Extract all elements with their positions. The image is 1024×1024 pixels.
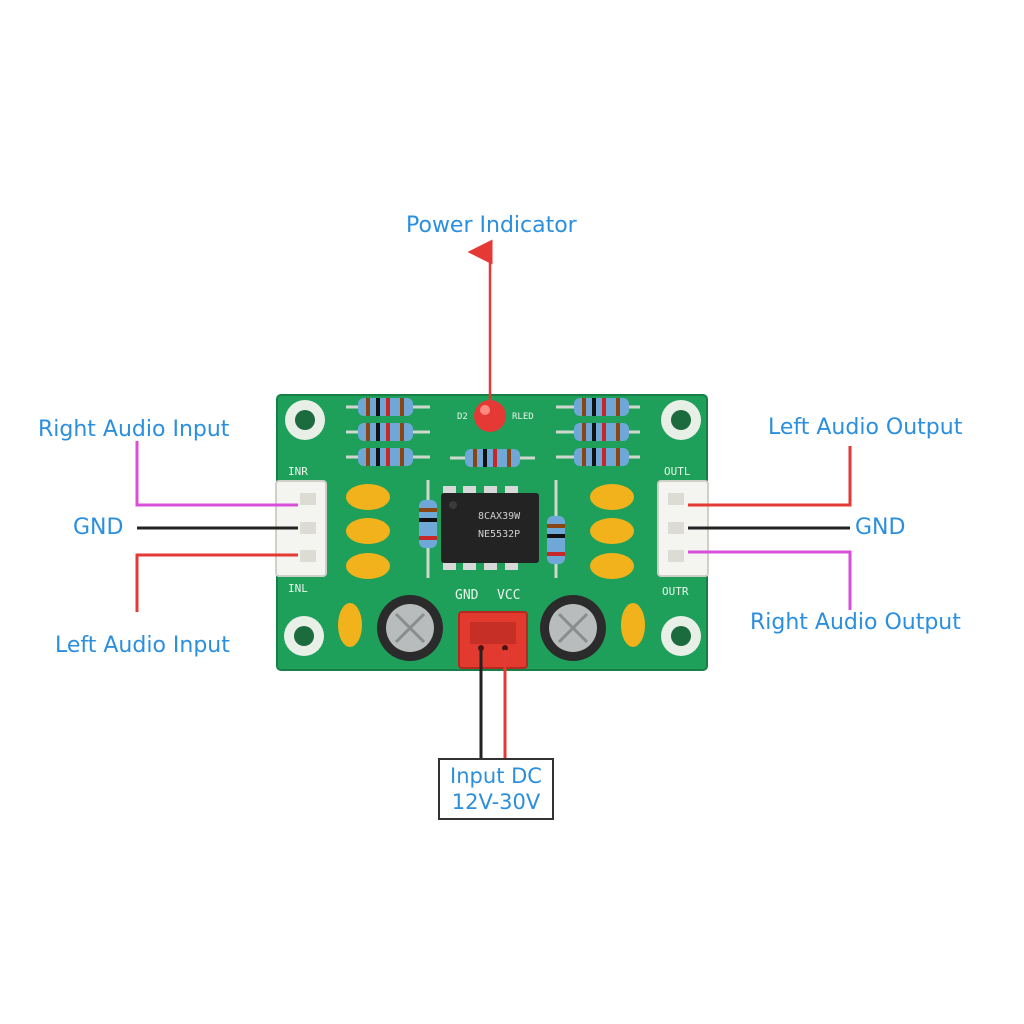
resistor-top-right-1: [556, 398, 640, 416]
right-audio-output-label: Right Audio Output: [750, 610, 961, 635]
silkscreen-gnd: GND: [455, 588, 479, 603]
capacitor-left-3: [346, 553, 390, 579]
resistor-vertical-left: [419, 480, 437, 578]
chip-marking-line1: 8CAX39W: [478, 511, 521, 522]
capacitor-right-2: [590, 518, 634, 544]
wire-left-audio-output: [688, 446, 852, 507]
capacitor-bottom-right: [621, 603, 645, 647]
silkscreen-vcc: VCC: [497, 588, 521, 603]
power-led: [474, 400, 506, 432]
capacitor-left-2: [346, 518, 390, 544]
silkscreen-outl: OUTL: [664, 465, 691, 478]
resistor-top-left-1: [346, 398, 430, 416]
electrolytic-capacitor-left: [377, 595, 443, 661]
silkscreen-d2: D2: [457, 412, 468, 422]
resistor-top-left-2: [346, 423, 430, 441]
mounting-hole-bottom-right: [661, 616, 701, 656]
mounting-hole-top-right: [661, 400, 701, 440]
electrolytic-capacitor-right: [540, 595, 606, 661]
resistor-vertical-right: [547, 480, 565, 578]
resistor-top-right-3: [556, 448, 640, 466]
capacitor-bottom-left: [338, 603, 362, 647]
wire-left-audio-input: [135, 553, 298, 612]
resistor-top-left-3: [346, 448, 430, 466]
power-indicator-label: Power Indicator: [406, 213, 577, 238]
chip-marking-line2: NE5532P: [478, 529, 521, 540]
wire-right-audio-output: [688, 550, 852, 610]
silkscreen-outr: OUTR: [662, 585, 689, 598]
input-dc-line1: Input DC: [450, 763, 542, 788]
resistor-center-top: [450, 449, 535, 467]
wire-right-audio-input: [135, 441, 298, 507]
opamp-chip: [441, 486, 539, 570]
left-audio-input-label: Left Audio Input: [55, 633, 230, 658]
input-dc-line2: 12V-30V: [451, 790, 541, 814]
mounting-hole-top-left: [285, 400, 325, 440]
mounting-hole-bottom-left: [284, 616, 324, 656]
capacitor-left-1: [346, 484, 390, 510]
silkscreen-inr: INR: [288, 465, 308, 478]
power-connector: [458, 611, 528, 669]
capacitor-right-1: [590, 484, 634, 510]
left-audio-output-label: Left Audio Output: [768, 415, 963, 440]
silkscreen-led: RLED: [512, 412, 534, 422]
gnd-right-label: GND: [855, 515, 906, 540]
capacitor-right-3: [590, 553, 634, 579]
resistor-top-right-2: [556, 423, 640, 441]
right-audio-input-label: Right Audio Input: [38, 417, 230, 442]
gnd-left-label: GND: [73, 515, 124, 540]
silkscreen-inl: INL: [288, 582, 308, 595]
input-dc-box: Input DC 12V-30V: [438, 758, 554, 820]
